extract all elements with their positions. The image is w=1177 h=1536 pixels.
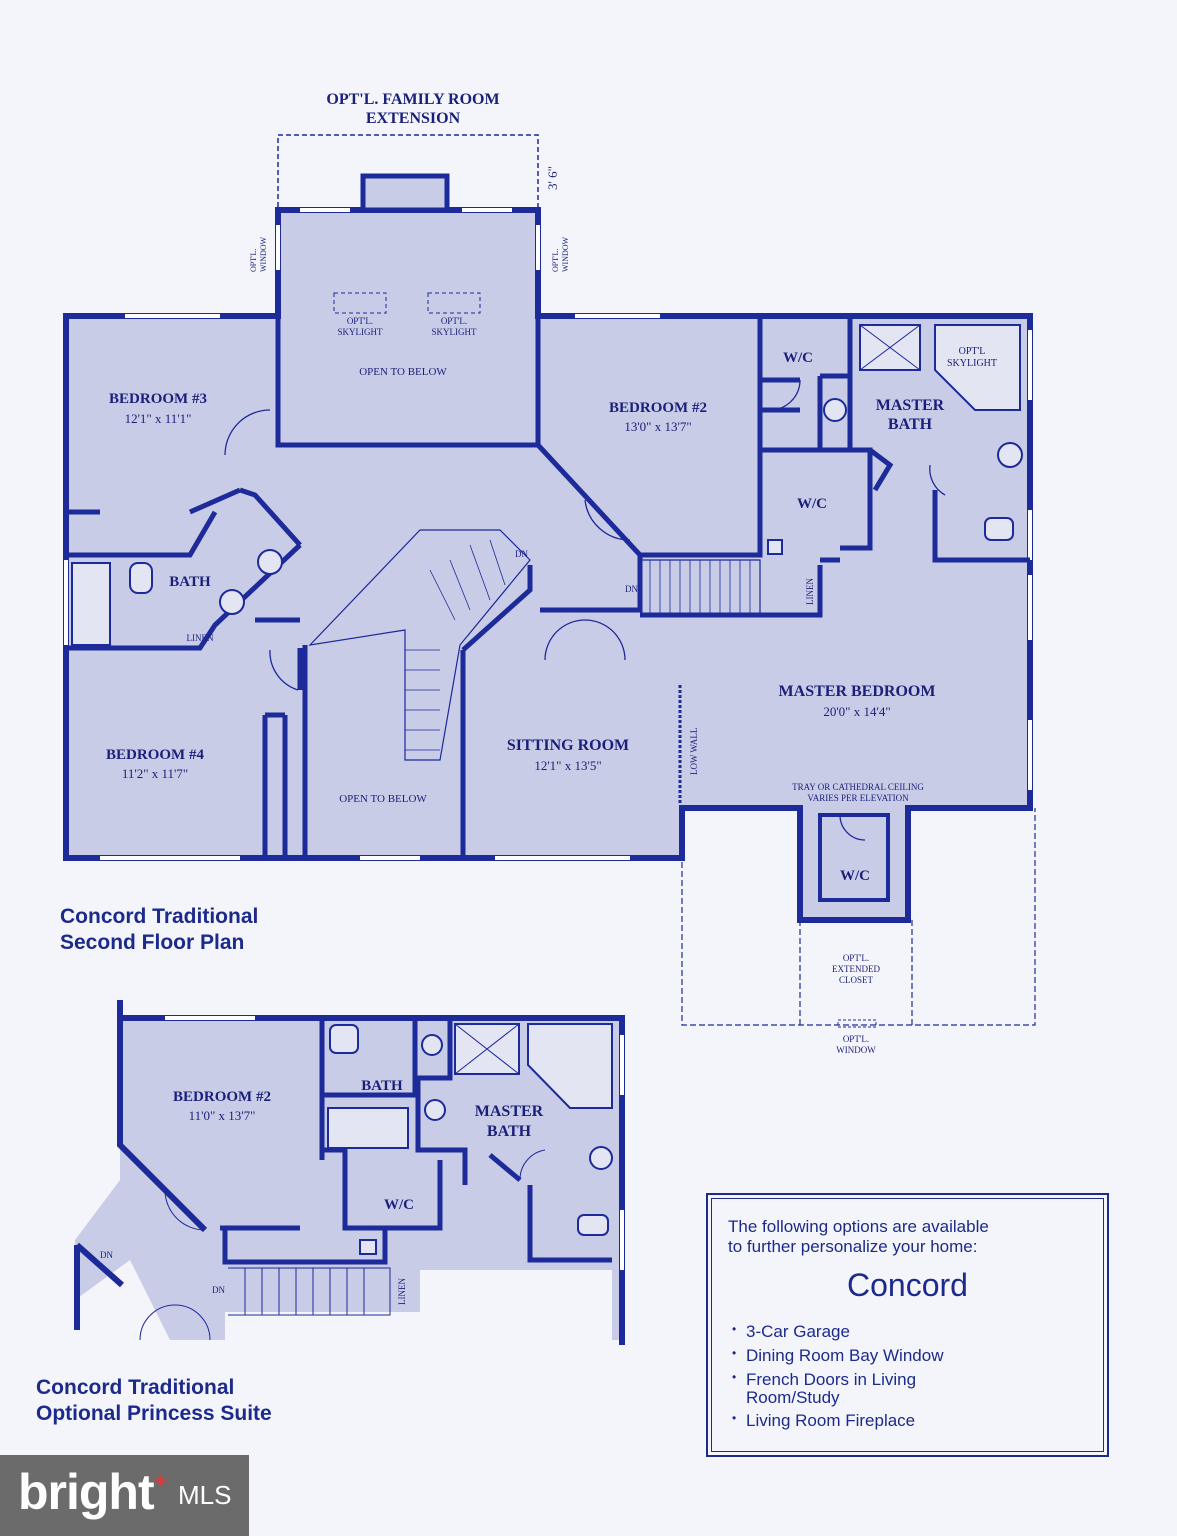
extension-label-line1: OPT'L. FAMILY ROOM <box>326 91 499 108</box>
opt-window-right-2: WINDOW <box>561 236 570 272</box>
opt-window-bottom-2: WINDOW <box>836 1045 876 1055</box>
option-item: Living Room Fireplace <box>732 1412 996 1430</box>
open-to-below-upper: OPEN TO BELOW <box>359 366 447 378</box>
princess-dn-2: DN <box>212 1285 225 1295</box>
master-skylight-1: OPT'L <box>959 346 986 357</box>
opt-window-left-1: OPT'L. <box>249 249 258 272</box>
bedroom3-size: 12'1" x 11'1" <box>125 411 192 426</box>
bedroom4-name: BEDROOM #4 <box>106 747 204 763</box>
princess-master-bath-1: MASTER <box>475 1103 544 1120</box>
bedroom2-size: 13'0" x 13'7" <box>624 419 691 434</box>
options-intro-line1: The following options are available <box>728 1217 989 1236</box>
skylight-1-line2: SKYLIGHT <box>338 327 383 337</box>
bright-mls-logo: bright ✦ MLS <box>0 1455 249 1536</box>
extension-label-line2: EXTENSION <box>366 110 461 127</box>
extended-closet-1: OPT'L. <box>843 953 869 963</box>
option-item: Dining Room Bay Window <box>732 1346 996 1365</box>
logo-star-icon: ✦ <box>152 1471 169 1493</box>
linen-label: LINEN <box>187 633 214 643</box>
wc-lower: W/C <box>840 868 870 884</box>
options-panel: The following options are available to f… <box>706 1193 1109 1457</box>
skylight-2-line2: SKYLIGHT <box>432 327 477 337</box>
master-bath-line1: MASTER <box>876 397 945 414</box>
skylight-2-line1: OPT'L. <box>441 316 467 326</box>
option-item: 3-Car Garage <box>732 1323 996 1341</box>
extended-closet-2: EXTENDED <box>832 964 880 974</box>
fireplace <box>360 173 450 213</box>
princess-bedroom2-name: BEDROOM #2 <box>173 1089 271 1105</box>
princess-linen: LINEN <box>397 1278 407 1305</box>
dn-stair-1: DN <box>515 549 528 559</box>
options-intro: The following options are available to f… <box>728 1217 989 1258</box>
options-title: Concord <box>847 1267 968 1303</box>
princess-master-bath-2: BATH <box>487 1123 532 1140</box>
options-list: 3-Car Garage Dining Room Bay Window Fren… <box>732 1323 996 1436</box>
alt-caption-line2: Optional Princess Suite <box>36 1402 272 1426</box>
opt-window-bottom-1: OPT'L. <box>843 1034 869 1044</box>
skylight-1-line1: OPT'L. <box>347 316 373 326</box>
logo-suffix: MLS <box>178 1480 232 1510</box>
master-bath-line2: BATH <box>888 416 933 433</box>
bedroom4-size: 11'2" x 11'7" <box>122 766 188 781</box>
princess-plan-caption: Concord Traditional Optional Princess Su… <box>36 1375 272 1428</box>
bedroom2-name: BEDROOM #2 <box>609 400 707 416</box>
main-plan-caption: Concord Traditional Second Floor Plan <box>60 904 258 957</box>
opt-window-right-1: OPT'L. <box>551 249 560 272</box>
princess-bedroom2-size: 11'0" x 13'7" <box>189 1108 256 1123</box>
wc-middle: W/C <box>797 496 827 512</box>
sitting-room-name: SITTING ROOM <box>507 737 629 754</box>
bath-label: BATH <box>169 574 211 590</box>
dn-stair-2: DN <box>625 584 638 594</box>
main-caption-line1: Concord Traditional <box>60 905 259 928</box>
wc-upper: W/C <box>783 350 813 366</box>
option-item: French Doors in Living Room/Study <box>732 1370 996 1407</box>
linen-label-2: LINEN <box>805 578 815 605</box>
princess-bath: BATH <box>361 1078 403 1094</box>
master-bedroom-size: 20'0" x 14'4" <box>823 704 890 719</box>
second-floor-plan: OPT'L. FAMILY ROOM EXTENSION 3' 6" OPT'L… <box>63 91 1036 1055</box>
low-wall-label: LOW WALL <box>689 728 699 775</box>
extended-closet-3: CLOSET <box>839 975 874 985</box>
ceiling-note-1: TRAY OR CATHEDRAL CEILING <box>792 782 924 792</box>
main-caption-line2: Second Floor Plan <box>60 931 245 955</box>
sitting-room-size: 12'1" x 13'5" <box>534 758 601 773</box>
open-to-below-lower: OPEN TO BELOW <box>339 793 427 805</box>
princess-suite-plan: BEDROOM #2 11'0" x 13'7" BATH MASTER BAT… <box>74 1000 625 1345</box>
opt-window-left-2: WINDOW <box>259 236 268 272</box>
extension-depth: 3' 6" <box>545 166 560 190</box>
options-intro-line2: to further personalize your home: <box>728 1237 978 1257</box>
master-bedroom-name: MASTER BEDROOM <box>779 683 936 700</box>
princess-wc: W/C <box>384 1197 414 1213</box>
alt-caption-line1: Concord Traditional <box>36 1376 235 1399</box>
master-skylight-2: SKYLIGHT <box>947 358 997 369</box>
princess-dn-1: DN <box>100 1250 113 1260</box>
logo-word: bright <box>18 1464 155 1520</box>
bedroom3-name: BEDROOM #3 <box>109 391 207 407</box>
ceiling-note-2: VARIES PER ELEVATION <box>807 793 909 803</box>
